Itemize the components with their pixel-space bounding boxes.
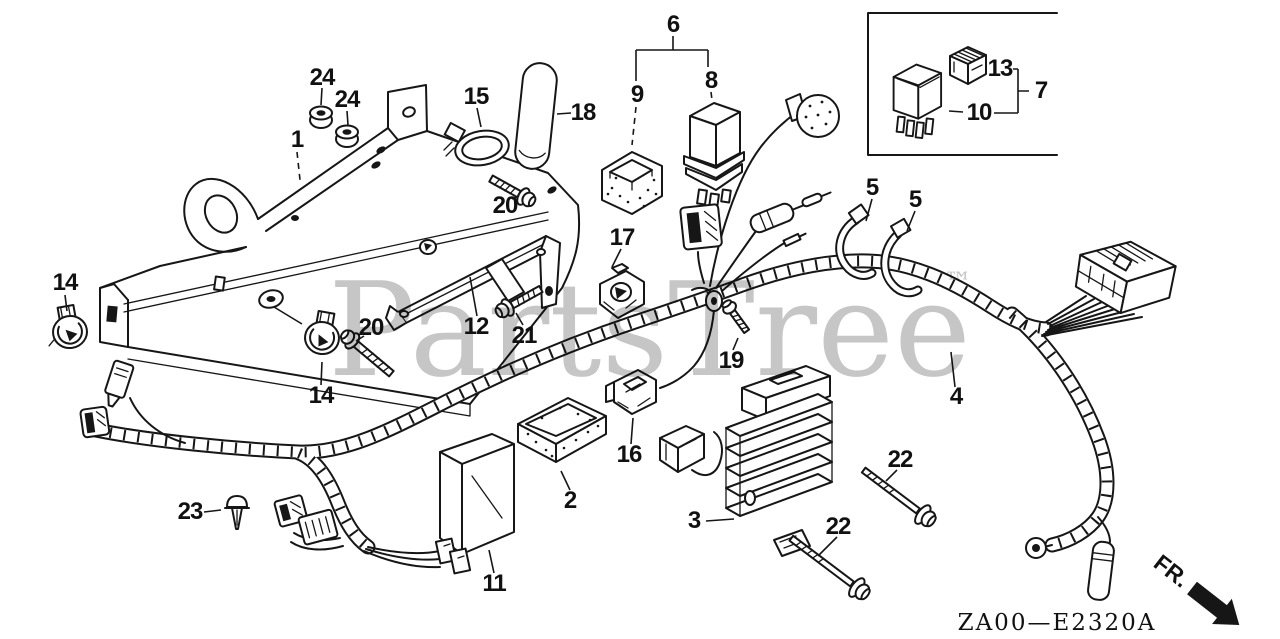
harness-connector-b: [297, 508, 339, 546]
rubber-strap: [1087, 540, 1115, 601]
diagram-code: ZA00—E2320A: [958, 610, 1157, 636]
grommet-part-24-a: [309, 105, 333, 129]
bracket-plate-part-1: [99, 84, 581, 417]
main-multipin-connector: [1074, 240, 1177, 315]
cable-clamp-part-5-b: [880, 217, 923, 298]
connector-part-17: [599, 263, 645, 319]
harness-clip-part-14-b: [304, 310, 340, 356]
harness-branch-wires: [129, 111, 1143, 569]
stay-bracket-part-12: [385, 235, 561, 331]
long-bolt-part-22-b: [788, 534, 871, 601]
pin-terminal: [782, 232, 807, 248]
front-direction-marker: FR.: [1149, 549, 1240, 625]
relay-connector: [679, 203, 723, 251]
flange-bolt-part-21: [494, 285, 544, 319]
harness-trunk-part-4: [88, 253, 1115, 555]
rubber-cover-part-9: [601, 151, 663, 215]
spade-connector: [104, 359, 135, 408]
callout-leader-lines: [64, 36, 1029, 574]
ring-terminal: [1025, 537, 1047, 559]
cushion-rubber-part-2: [517, 397, 607, 463]
wire-clamp-part-15: [443, 121, 510, 167]
watermark-tm-icon: ™: [944, 266, 972, 299]
long-bolt-part-22-a: [860, 466, 937, 528]
wire-ring: [705, 290, 723, 312]
fr-direction-arrow-icon: [1187, 581, 1240, 625]
flange-bolt-part-20-b: [339, 329, 395, 378]
inset-box-group-7: [867, 12, 1058, 156]
push-clip-part-23: [224, 495, 250, 530]
harness-clip-part-14-a: [48, 304, 88, 350]
connector-part-16: [605, 369, 657, 415]
sub-connector: [659, 425, 705, 473]
regulator-rectifier-part-3: [725, 365, 833, 557]
rubber-boot-part-18: [514, 62, 558, 170]
bullet-terminal: [801, 191, 832, 208]
cdi-unit-part-11: [434, 433, 515, 575]
trunk-end-connector: [79, 405, 111, 439]
tapping-screw-part-19: [721, 299, 751, 335]
flange-bolt-part-20-a: [488, 174, 537, 208]
watermark: PartsTree: [328, 254, 971, 406]
cable-clamp-part-5-a: [835, 203, 877, 280]
bullet-connector: [749, 202, 805, 234]
spark-plug-cap: [785, 93, 840, 138]
grommet-part-24-b: [335, 124, 359, 148]
relay-part-8: [683, 102, 745, 210]
fr-label: FR.: [1149, 549, 1194, 592]
